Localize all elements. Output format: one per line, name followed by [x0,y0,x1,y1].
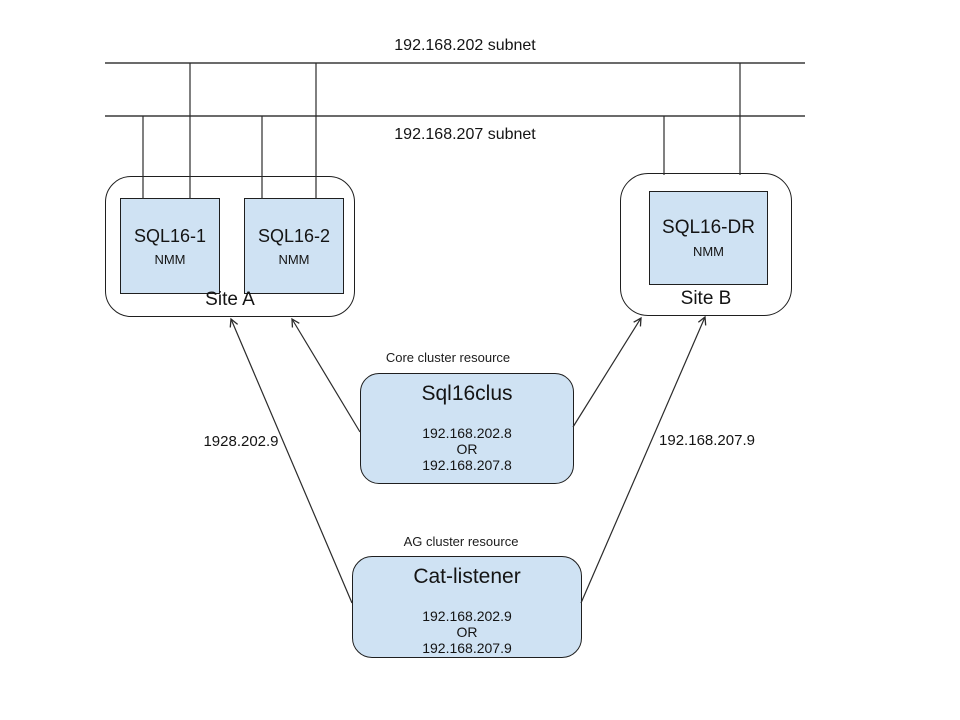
server-sql16-dr-title: SQL16-DR [662,217,755,238]
site-a-container: SQL16-1 NMM SQL16-2 NMM Site A [105,176,355,317]
ag-cluster-ip-2: 192.168.207.9 [422,640,512,656]
subnet-207-label: 192.168.207 subnet [394,126,536,143]
arrow-ag-cluster-to-site-a [229,317,353,604]
site-a-label: Site A [205,289,255,310]
ag-cluster-box: Cat-listener 192.168.202.9 OR 192.168.20… [352,556,582,658]
core-cluster-title: Sql16clus [421,382,513,405]
site-b-label: Site B [680,288,732,309]
site-b-container: SQL16-DR NMM Site B [620,173,792,316]
subnet-202-label: 192.168.202 subnet [394,37,536,54]
arrow-ag-cluster-to-site-b [580,315,707,604]
core-cluster-ip-1: 192.168.202.8 [422,425,512,441]
ag-cluster-caption: AG cluster resource [403,534,519,549]
arrow-core-cluster-to-site-b [572,316,642,428]
ag-cluster-title: Cat-listener [413,565,521,588]
core-cluster-ips: 192.168.202.8 OR 192.168.207.8 [422,425,512,473]
server-sql16-1-title: SQL16-1 [133,225,207,246]
site-b-connection-label: 192.168.207.9 [659,432,755,449]
server-sql16-dr-subtitle: NMM [692,244,725,259]
core-cluster-or: OR [456,441,478,457]
ag-cluster-ip-1: 192.168.202.9 [422,608,512,624]
core-cluster-ip-2: 192.168.207.8 [422,457,512,473]
server-sql16-2-title: SQL16-2 [257,225,331,246]
server-sql16-1-subtitle: NMM [154,251,186,267]
site-a-connection-label: 1928.202.9 [203,433,279,450]
server-sql16-1: SQL16-1 NMM [120,198,220,294]
core-cluster-box: Sql16clus 192.168.202.8 OR 192.168.207.8 [360,373,574,484]
ag-cluster-ips: 192.168.202.9 OR 192.168.207.9 [422,608,512,656]
server-sql16-dr: SQL16-DR NMM [649,191,768,285]
server-sql16-2-subtitle: NMM [278,251,310,267]
server-sql16-2: SQL16-2 NMM [244,198,344,294]
core-cluster-caption: Core cluster resource [385,350,511,365]
ag-cluster-or: OR [456,624,478,640]
arrow-core-cluster-to-site-a [291,317,361,433]
